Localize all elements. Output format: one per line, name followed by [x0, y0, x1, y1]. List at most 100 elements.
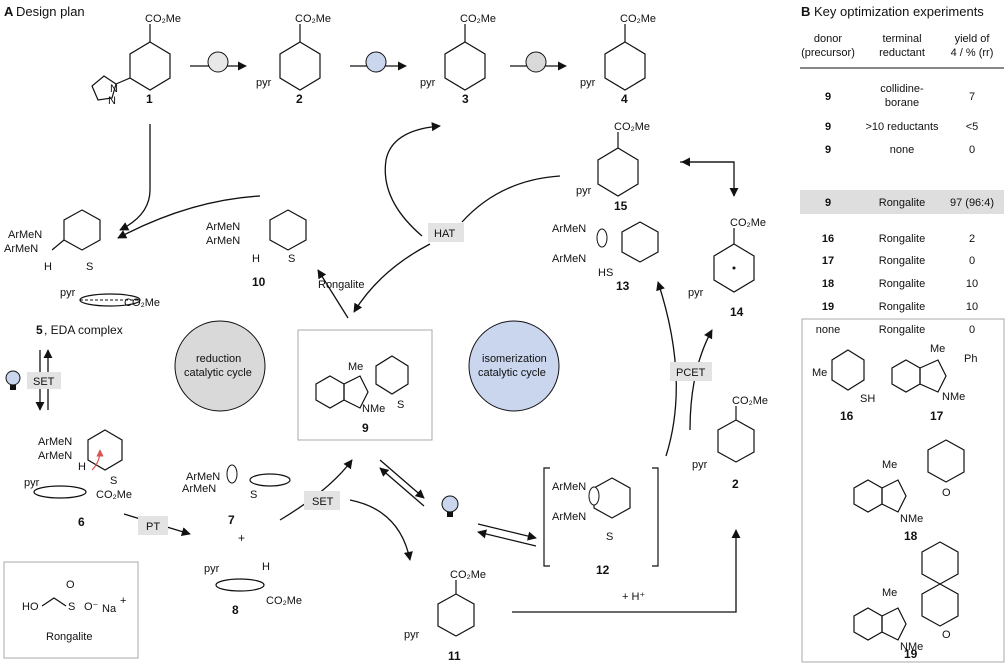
compound-2-right: CO₂Me pyr 2	[692, 395, 768, 491]
eda-complex-label: , EDA complex	[44, 323, 123, 337]
plus-sign: +	[120, 595, 126, 607]
s-label: S	[250, 489, 257, 501]
armen-label: ArMeN	[552, 511, 586, 523]
panel-b-letter: B	[801, 4, 810, 19]
armen-label: ArMeN	[206, 221, 240, 233]
rongalite-reagent-label: Rongalite	[318, 279, 364, 291]
co2me-label: CO₂Me	[96, 489, 132, 501]
compound-number: 13	[616, 279, 630, 293]
hat-arrow-from-15	[461, 175, 561, 223]
compound-8: pyr H CO₂Me 8	[204, 561, 302, 617]
s-label: S	[606, 531, 613, 543]
compound-number: 3	[462, 92, 469, 106]
table-cell-reductant: none	[890, 144, 914, 156]
table-row: 16 Rongalite 2	[822, 233, 975, 245]
table-cell-yield: 97 (96:4)	[950, 197, 994, 209]
co2me-label: CO₂Me	[124, 297, 160, 309]
table-row-highlighted: 9 Rongalite 97 (96:4)	[825, 197, 994, 209]
compound-10: ArMeN ArMeN H S 10	[206, 209, 307, 289]
compound-1: CO₂Me N N 1	[91, 13, 181, 107]
equilibrium-arrow	[379, 459, 425, 499]
compound-number: 7	[228, 513, 235, 527]
co2me-label: CO₂Me	[460, 13, 496, 25]
compound-number: 2	[296, 92, 303, 106]
armen-label: ArMeN	[186, 471, 220, 483]
sh-label: SH	[860, 393, 875, 405]
compound-number: 5	[36, 323, 43, 337]
panel-a-title: A Design plan	[4, 4, 85, 19]
table-cell-donor: 9	[825, 197, 831, 209]
table-header-reductant: terminal	[882, 33, 921, 45]
table-row: 9 >10 reductants <5	[825, 121, 978, 133]
isomerization-cycle: isomerization catalytic cycle	[468, 320, 560, 412]
table-cell-yield: 7	[969, 91, 975, 103]
donor-number: 18	[904, 529, 918, 543]
arrow-from-12	[477, 529, 537, 547]
me-label: Me	[930, 343, 945, 355]
rongalite-structure-box: HO S O O⁻ Na + Rongalite	[3, 561, 139, 659]
me-label: Me	[882, 459, 897, 471]
set-arrow-to-11	[349, 499, 413, 561]
pyr-label: pyr	[204, 563, 220, 575]
arrow-11-to-2	[512, 529, 741, 613]
hat-arrow-to-9	[353, 243, 431, 313]
co2me-label: CO₂Me	[732, 395, 768, 407]
compound-number: 12	[596, 563, 610, 577]
h-label: H	[78, 461, 86, 473]
o-label: O	[942, 629, 951, 641]
set-label-box-1: SET	[27, 372, 61, 389]
armen-label: ArMeN	[4, 243, 38, 255]
light-step-arrow	[190, 51, 247, 73]
table-cell-reductant: >10 reductants	[865, 121, 939, 133]
armen-label: ArMeN	[552, 223, 586, 235]
table-cell-yield: <5	[966, 121, 979, 133]
s-label: S	[110, 475, 117, 487]
hat-label-box: HAT	[428, 223, 464, 242]
armen-label: ArMeN	[8, 229, 42, 241]
h-label: H	[262, 561, 270, 573]
table-row: 17 Rongalite 0	[822, 255, 975, 267]
armen-label: ArMeN	[182, 483, 216, 495]
pyr-label: pyr	[420, 77, 436, 89]
compound-number: 2	[732, 477, 739, 491]
table-cell-donor: 9	[825, 121, 831, 133]
pyr-label: pyr	[60, 287, 76, 299]
compound-2: CO₂Me pyr 2	[256, 13, 331, 106]
pt-label: PT	[146, 521, 160, 533]
arrow-to-12	[477, 523, 537, 541]
s-label: S	[397, 399, 404, 411]
pyr-label: pyr	[576, 185, 592, 197]
compound-6: ArMeN ArMeN H S pyr CO₂Me 6	[24, 429, 132, 529]
table-cell-yield: 0	[969, 144, 975, 156]
o-label: O	[942, 487, 951, 499]
compound-15: CO₂Me pyr 15	[576, 121, 650, 213]
compound-number: 1	[146, 92, 153, 106]
compound-13: ArMeN ArMeN HS 13	[552, 221, 659, 293]
me-label: Me	[348, 361, 363, 373]
table-cell-reductant: Rongalite	[879, 255, 925, 267]
hs-label: HS	[598, 267, 613, 279]
panel-a-letter: A	[4, 4, 14, 19]
n-label: N	[110, 83, 118, 95]
table-cell-yield: 2	[969, 233, 975, 245]
panel-b-title-text: Key optimization experiments	[814, 4, 984, 19]
reduction-cycle: reduction catalytic cycle	[174, 320, 266, 412]
table-row: 19 Rongalite 10	[822, 301, 978, 313]
armen-label: ArMeN	[206, 235, 240, 247]
table-cell-donor: 9	[825, 144, 831, 156]
donor-structures-box: Me SH 16 Me Ph NMe 17 Me NMe O 18 Me	[801, 318, 1005, 663]
pyr-label: pyr	[404, 629, 420, 641]
table-row: none Rongalite 0	[816, 324, 975, 336]
arrow-10-to-5	[117, 195, 261, 239]
table-row: 9 none 0	[825, 144, 975, 156]
pyr-label: pyr	[688, 287, 704, 299]
table-row: 18 Rongalite 10	[822, 278, 978, 290]
co2me-label: CO₂Me	[266, 595, 302, 607]
oh-label: HO	[22, 601, 39, 613]
s-label: S	[288, 253, 295, 265]
table-cell-yield: 0	[969, 255, 975, 267]
co2me-label: CO₂Me	[730, 217, 766, 229]
hydrogen-transfer-arrow	[91, 449, 104, 471]
armen-label: ArMeN	[38, 450, 72, 462]
set-label: SET	[312, 496, 334, 508]
